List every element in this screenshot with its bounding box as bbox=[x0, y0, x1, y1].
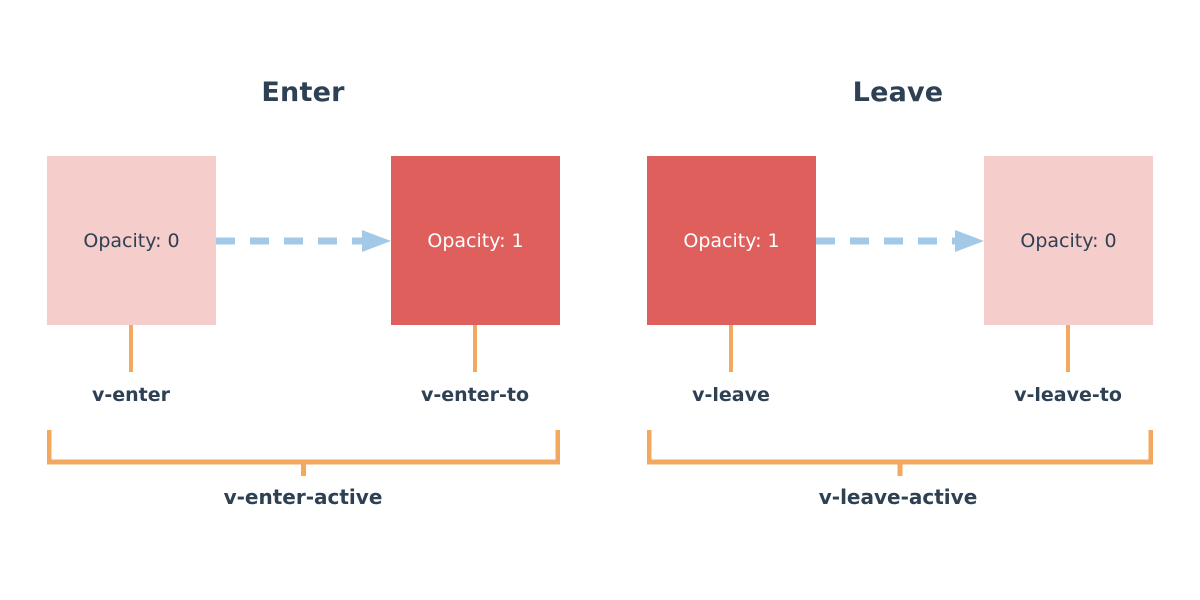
enter-to-drop-line bbox=[473, 325, 477, 372]
panel-enter-title: Enter bbox=[261, 77, 345, 108]
leave-from-box: Opacity: 1 bbox=[647, 156, 816, 325]
enter-transition-arrow bbox=[216, 228, 391, 254]
enter-from-box-label: Opacity: 0 bbox=[83, 229, 180, 252]
enter-active-bracket bbox=[47, 430, 560, 476]
enter-from-class-label: v-enter bbox=[91, 384, 171, 406]
panel-leave-title: Leave bbox=[852, 77, 944, 108]
enter-active-class-label: v-enter-active bbox=[223, 485, 383, 509]
enter-from-box: Opacity: 0 bbox=[47, 156, 216, 325]
enter-bracket-svg bbox=[47, 430, 560, 476]
leave-to-drop-line bbox=[1066, 325, 1070, 372]
enter-to-class-label: v-enter-to bbox=[420, 384, 530, 406]
leave-bracket-svg bbox=[647, 430, 1153, 476]
leave-to-class-label: v-leave-to bbox=[1014, 384, 1122, 406]
leave-to-box-label: Opacity: 0 bbox=[1020, 229, 1117, 252]
leave-from-drop-line bbox=[729, 325, 733, 372]
enter-arrow-svg bbox=[216, 230, 391, 252]
enter-to-box: Opacity: 1 bbox=[391, 156, 560, 325]
leave-active-class-label: v-leave-active bbox=[818, 485, 978, 509]
panel-enter: Enter Opacity: 0 Opacity: 1 v-enter v-en… bbox=[47, 77, 560, 509]
panel-leave: Leave Opacity: 1 Opacity: 0 v-leave v-le… bbox=[600, 0, 1200, 600]
leave-transition-arrow bbox=[816, 228, 984, 254]
enter-to-box-label: Opacity: 1 bbox=[427, 229, 524, 252]
enter-from-drop-line bbox=[129, 325, 133, 372]
leave-to-box: Opacity: 0 bbox=[984, 156, 1153, 325]
leave-arrow-svg bbox=[816, 230, 984, 252]
leave-from-box-label: Opacity: 1 bbox=[683, 229, 780, 252]
leave-from-class-label: v-leave bbox=[692, 384, 770, 406]
leave-active-bracket bbox=[647, 430, 1153, 476]
